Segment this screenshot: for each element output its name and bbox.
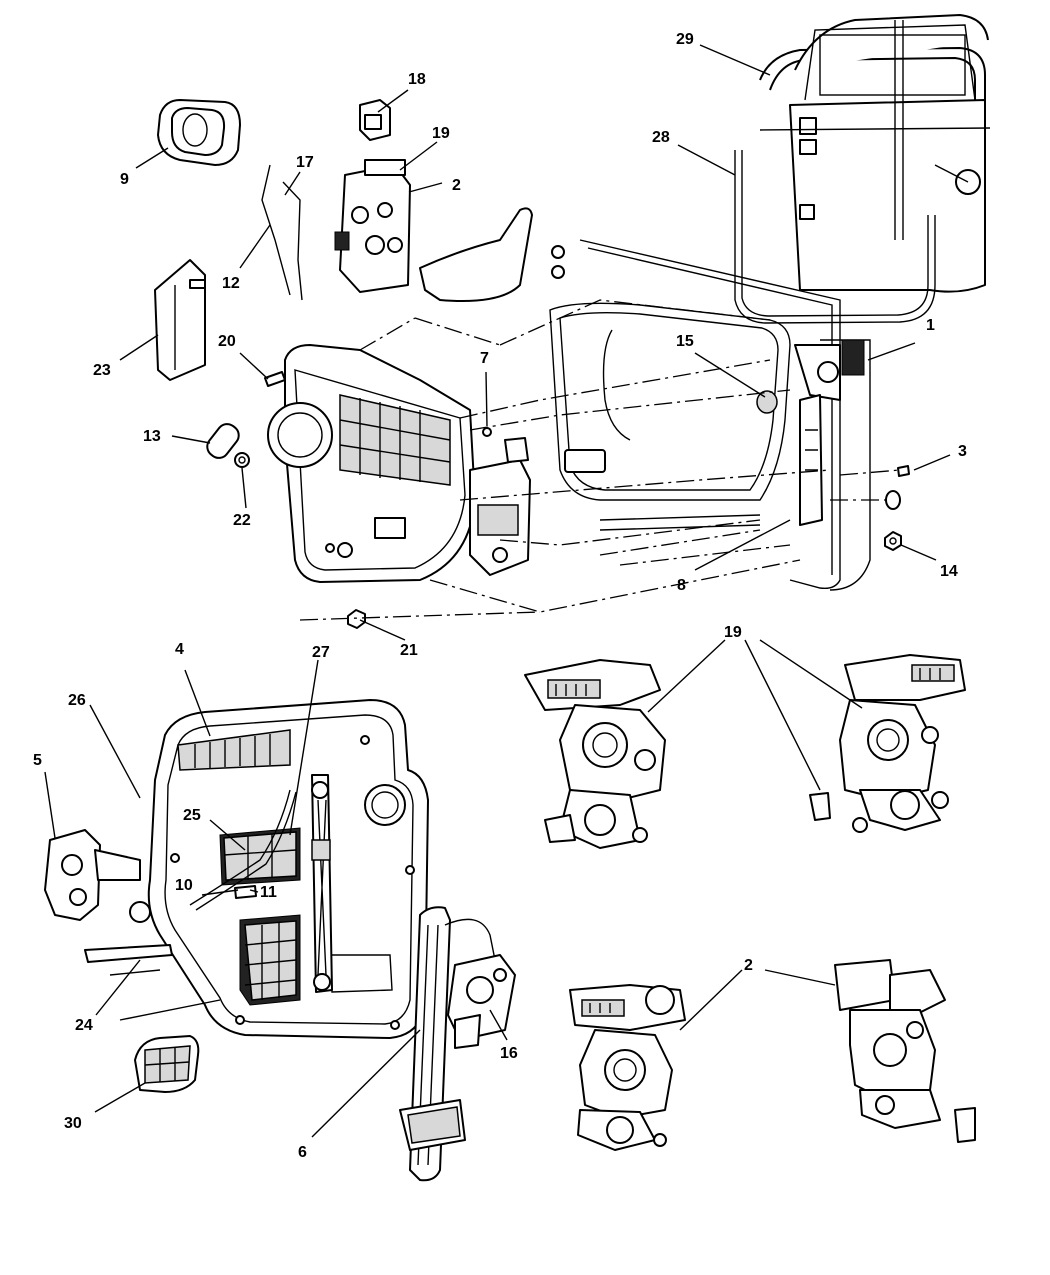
callout-12: 12 (222, 275, 240, 292)
latch-variant-19-right (809, 654, 966, 833)
callout-20: 20 (218, 333, 236, 350)
callout-11: 11 (260, 884, 277, 901)
outside-handle-9 (157, 99, 241, 166)
callout-13: 13 (143, 428, 161, 445)
switch-bezel-30 (134, 1035, 200, 1093)
callout-21: 21 (400, 642, 418, 659)
latch-variant-2-right (834, 959, 976, 1143)
callout-23: 23 (93, 362, 111, 379)
door-check-1 (794, 339, 865, 401)
callout-14: 14 (940, 563, 958, 580)
callout-27: 27 (312, 644, 330, 661)
screw-3 (897, 465, 910, 477)
callout-5: 5 (33, 752, 42, 769)
callout-29: 29 (676, 31, 694, 48)
callout-16: 16 (500, 1045, 518, 1062)
callout-26: 26 (68, 692, 86, 709)
callout-2-bottom: 2 (744, 957, 753, 974)
assembly-phantom-lines (299, 299, 901, 621)
door-shell (759, 24, 991, 293)
plug-15 (756, 390, 778, 414)
callout-30: 30 (64, 1115, 82, 1132)
callout-19-top: 19 (432, 125, 450, 142)
clip-7 (482, 427, 492, 437)
water-shield-curve (419, 207, 533, 302)
plug-right (885, 490, 901, 510)
callout-2-top: 2 (452, 177, 461, 194)
callout-labels: 1 2 2 3 4 5 6 7 8 9 10 11 12 13 14 15 16… (33, 31, 967, 1161)
callout-9: 9 (120, 171, 129, 188)
callout-3: 3 (958, 443, 967, 460)
callout-6: 6 (298, 1144, 307, 1161)
shield-23 (154, 259, 206, 381)
regulator-motor-16 (447, 954, 516, 1049)
callout-4: 4 (175, 641, 184, 658)
latch-assembly-5 (44, 829, 141, 921)
regulator-rail-6 (399, 906, 496, 1182)
callout-18: 18 (408, 71, 426, 88)
callout-17: 17 (296, 154, 314, 171)
callout-8: 8 (677, 577, 686, 594)
link-24 (84, 901, 173, 976)
washer-22 (234, 452, 250, 468)
latch-2-top (334, 159, 411, 293)
link-rods-12-17 (261, 164, 303, 301)
callout-24: 24 (75, 1017, 93, 1034)
callout-22: 22 (233, 512, 251, 529)
body-door-opening (549, 239, 871, 591)
bolt-21 (347, 609, 366, 629)
hinge-8 (799, 394, 823, 526)
callout-7: 7 (480, 350, 489, 367)
lock-cylinder-18 (359, 99, 391, 141)
callout-19-bottom: 19 (724, 624, 742, 641)
handle-13 (206, 423, 240, 459)
latch-variant-2-left (569, 984, 686, 1151)
callout-10: 10 (175, 877, 193, 894)
window-regulator-27 (311, 774, 333, 993)
door-module-panel-top (267, 344, 476, 583)
leader-lines (44, 44, 951, 1138)
callout-15: 15 (676, 333, 694, 350)
callout-28: 28 (652, 129, 670, 146)
nut-14 (884, 531, 902, 551)
callout-25: 25 (183, 807, 201, 824)
door-module-panel-4 (147, 699, 429, 1039)
latch-actuator-top (469, 437, 531, 576)
cable-harness-10-11 (189, 789, 297, 911)
latch-variant-19-left (524, 659, 666, 849)
callout-1: 1 (926, 317, 935, 334)
